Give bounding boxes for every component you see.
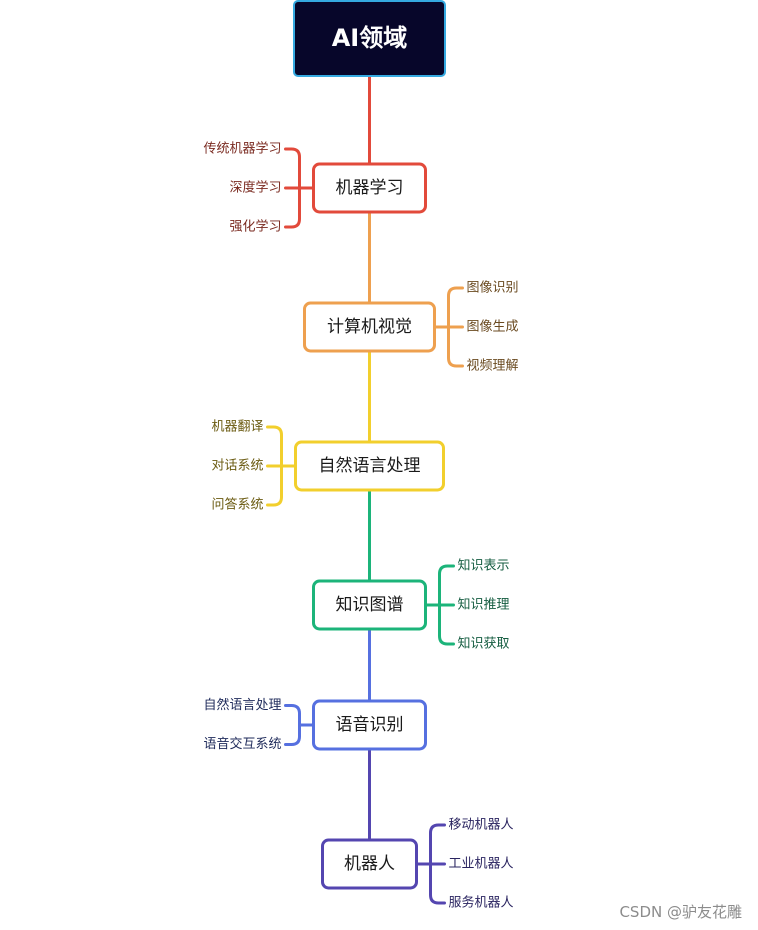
leaf-label[interactable]: 传统机器学习 bbox=[203, 141, 281, 157]
leaf-label[interactable]: 问答系统 bbox=[211, 497, 263, 513]
branch-node-1[interactable]: 机器学习 bbox=[312, 162, 427, 214]
branch-node-3[interactable]: 自然语言处理 bbox=[294, 440, 445, 492]
leaf-label[interactable]: 移动机器人 bbox=[449, 818, 514, 833]
root-node-label: AI领域 bbox=[332, 24, 408, 52]
branch-node-box bbox=[294, 440, 445, 492]
branch-node-label: 计算机视觉 bbox=[327, 317, 412, 337]
branch-node-box bbox=[312, 699, 427, 751]
branch-node-6[interactable]: 机器人 bbox=[321, 838, 418, 890]
branch-node-box bbox=[321, 838, 418, 890]
leaf-label[interactable]: 工业机器人 bbox=[449, 857, 514, 872]
leaf-label[interactable]: 语音交互系统 bbox=[203, 736, 281, 752]
branch-node-label: 自然语言处理 bbox=[319, 456, 421, 476]
leaf-label[interactable]: 强化学习 bbox=[229, 219, 281, 235]
branch-node-box bbox=[312, 579, 427, 631]
leaf-label[interactable]: 知识获取 bbox=[458, 636, 510, 652]
leaf-label[interactable]: 深度学习 bbox=[229, 180, 281, 196]
branch-node-4[interactable]: 知识图谱 bbox=[312, 579, 427, 631]
root-node-box bbox=[293, 0, 446, 77]
leaf-brackets bbox=[266, 147, 464, 905]
branch-node-label: 知识图谱 bbox=[336, 595, 404, 615]
watermark: CSDN @驴友花雕 bbox=[619, 903, 742, 921]
root-node[interactable]: AI领域 bbox=[293, 0, 446, 77]
leaf-label[interactable]: 知识推理 bbox=[458, 597, 510, 613]
leaf-label[interactable]: 机器翻译 bbox=[211, 420, 263, 435]
leaf-labels: 传统机器学习深度学习强化学习图像识别图像生成视频理解机器翻译对话系统问答系统知识… bbox=[203, 141, 518, 911]
leaf-label[interactable]: 图像识别 bbox=[467, 281, 519, 296]
leaf-label[interactable]: 知识表示 bbox=[458, 558, 510, 574]
leaf-label[interactable]: 自然语言处理 bbox=[203, 697, 281, 713]
branch-node-label: 机器学习 bbox=[336, 178, 404, 198]
leaf-label[interactable]: 图像生成 bbox=[467, 320, 519, 335]
branch-node-box bbox=[312, 162, 427, 214]
branch-node-label: 机器人 bbox=[344, 854, 395, 874]
leaf-label[interactable]: 服务机器人 bbox=[449, 895, 514, 911]
leaf-label[interactable]: 视频理解 bbox=[467, 359, 519, 374]
leaf-label[interactable]: 对话系统 bbox=[211, 459, 263, 474]
branch-node-label: 语音识别 bbox=[336, 715, 404, 735]
bracket-spine bbox=[284, 704, 301, 746]
branch-node-box bbox=[303, 301, 436, 353]
branch-node-5[interactable]: 语音识别 bbox=[312, 699, 427, 751]
branch-node-2[interactable]: 计算机视觉 bbox=[303, 301, 436, 353]
